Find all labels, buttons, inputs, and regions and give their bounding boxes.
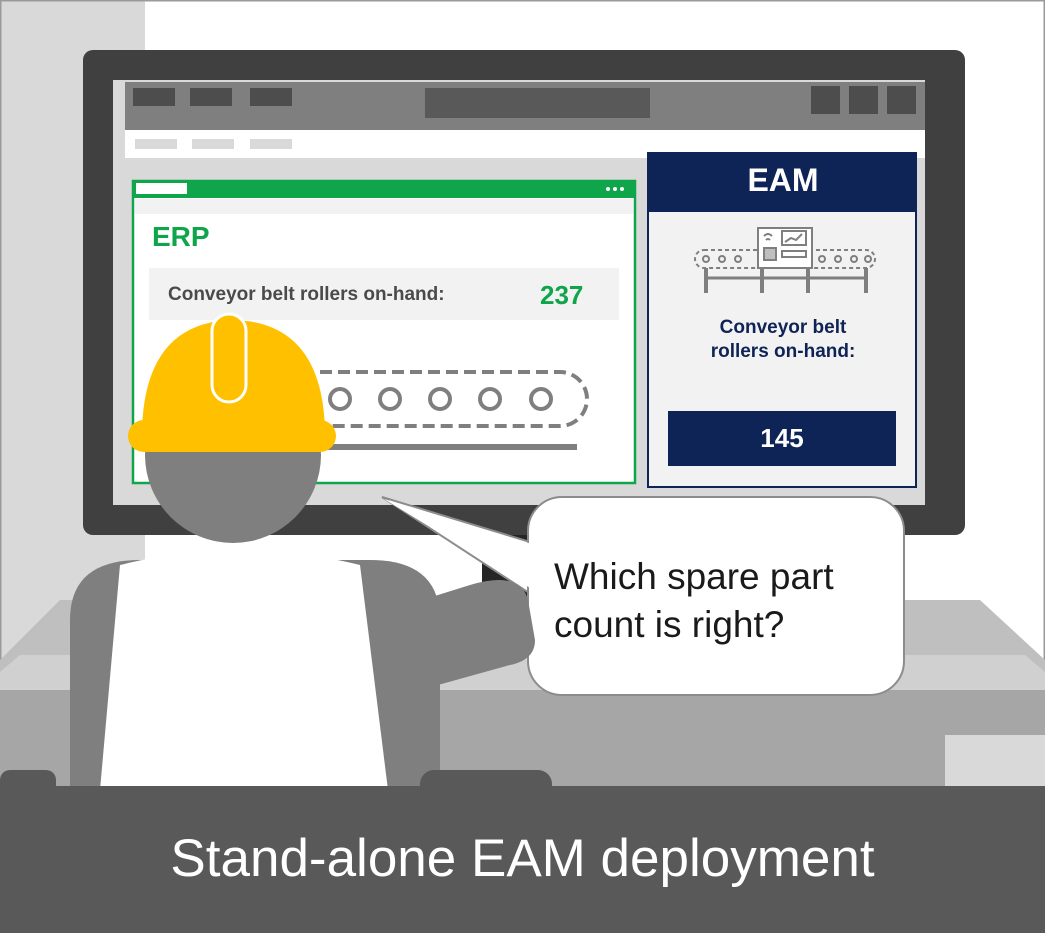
eam-title: EAM bbox=[747, 162, 819, 198]
toolbar-item-1 bbox=[135, 139, 177, 149]
conveyor-machine-icon bbox=[694, 227, 876, 293]
erp-header-bar bbox=[133, 181, 635, 198]
erp-subheader bbox=[135, 199, 633, 214]
erp-value-row bbox=[149, 268, 619, 320]
caption-bar bbox=[0, 786, 1045, 933]
erp-menu-dot-1 bbox=[606, 187, 610, 191]
titlebar-block-3 bbox=[250, 88, 292, 106]
window-button-minimize bbox=[811, 86, 840, 114]
worker-with-hard-hat-icon bbox=[70, 312, 535, 790]
erp-title: ERP bbox=[152, 221, 210, 252]
toolbar-item-2 bbox=[192, 139, 234, 149]
eam-count-label: Conveyor belt rollers on-hand: bbox=[710, 317, 856, 362]
toolbar-item-3 bbox=[250, 139, 292, 149]
eam-header bbox=[648, 153, 916, 212]
speech-bubble-text: Which spare part count is right? bbox=[554, 556, 834, 645]
titlebar-block-2 bbox=[190, 88, 232, 106]
desk-gap bbox=[945, 735, 1045, 790]
erp-header-tab bbox=[136, 183, 187, 194]
erp-count-label: Conveyor belt rollers on-hand: bbox=[168, 284, 445, 305]
erp-count-value: 237 bbox=[540, 280, 584, 310]
window-button-close bbox=[887, 86, 916, 114]
speech-bubble bbox=[381, 496, 905, 696]
titlebar-block-1 bbox=[133, 88, 175, 106]
conveyor-belt-icon bbox=[300, 370, 589, 450]
caption-text: Stand-alone EAM deployment bbox=[170, 829, 875, 888]
eam-value-box bbox=[668, 411, 896, 466]
erp-menu-dot-3 bbox=[620, 187, 624, 191]
titlebar-search bbox=[425, 88, 650, 118]
window-button-maximize bbox=[849, 86, 878, 114]
erp-menu-dot-2 bbox=[613, 187, 617, 191]
eam-count-value: 145 bbox=[760, 423, 804, 453]
